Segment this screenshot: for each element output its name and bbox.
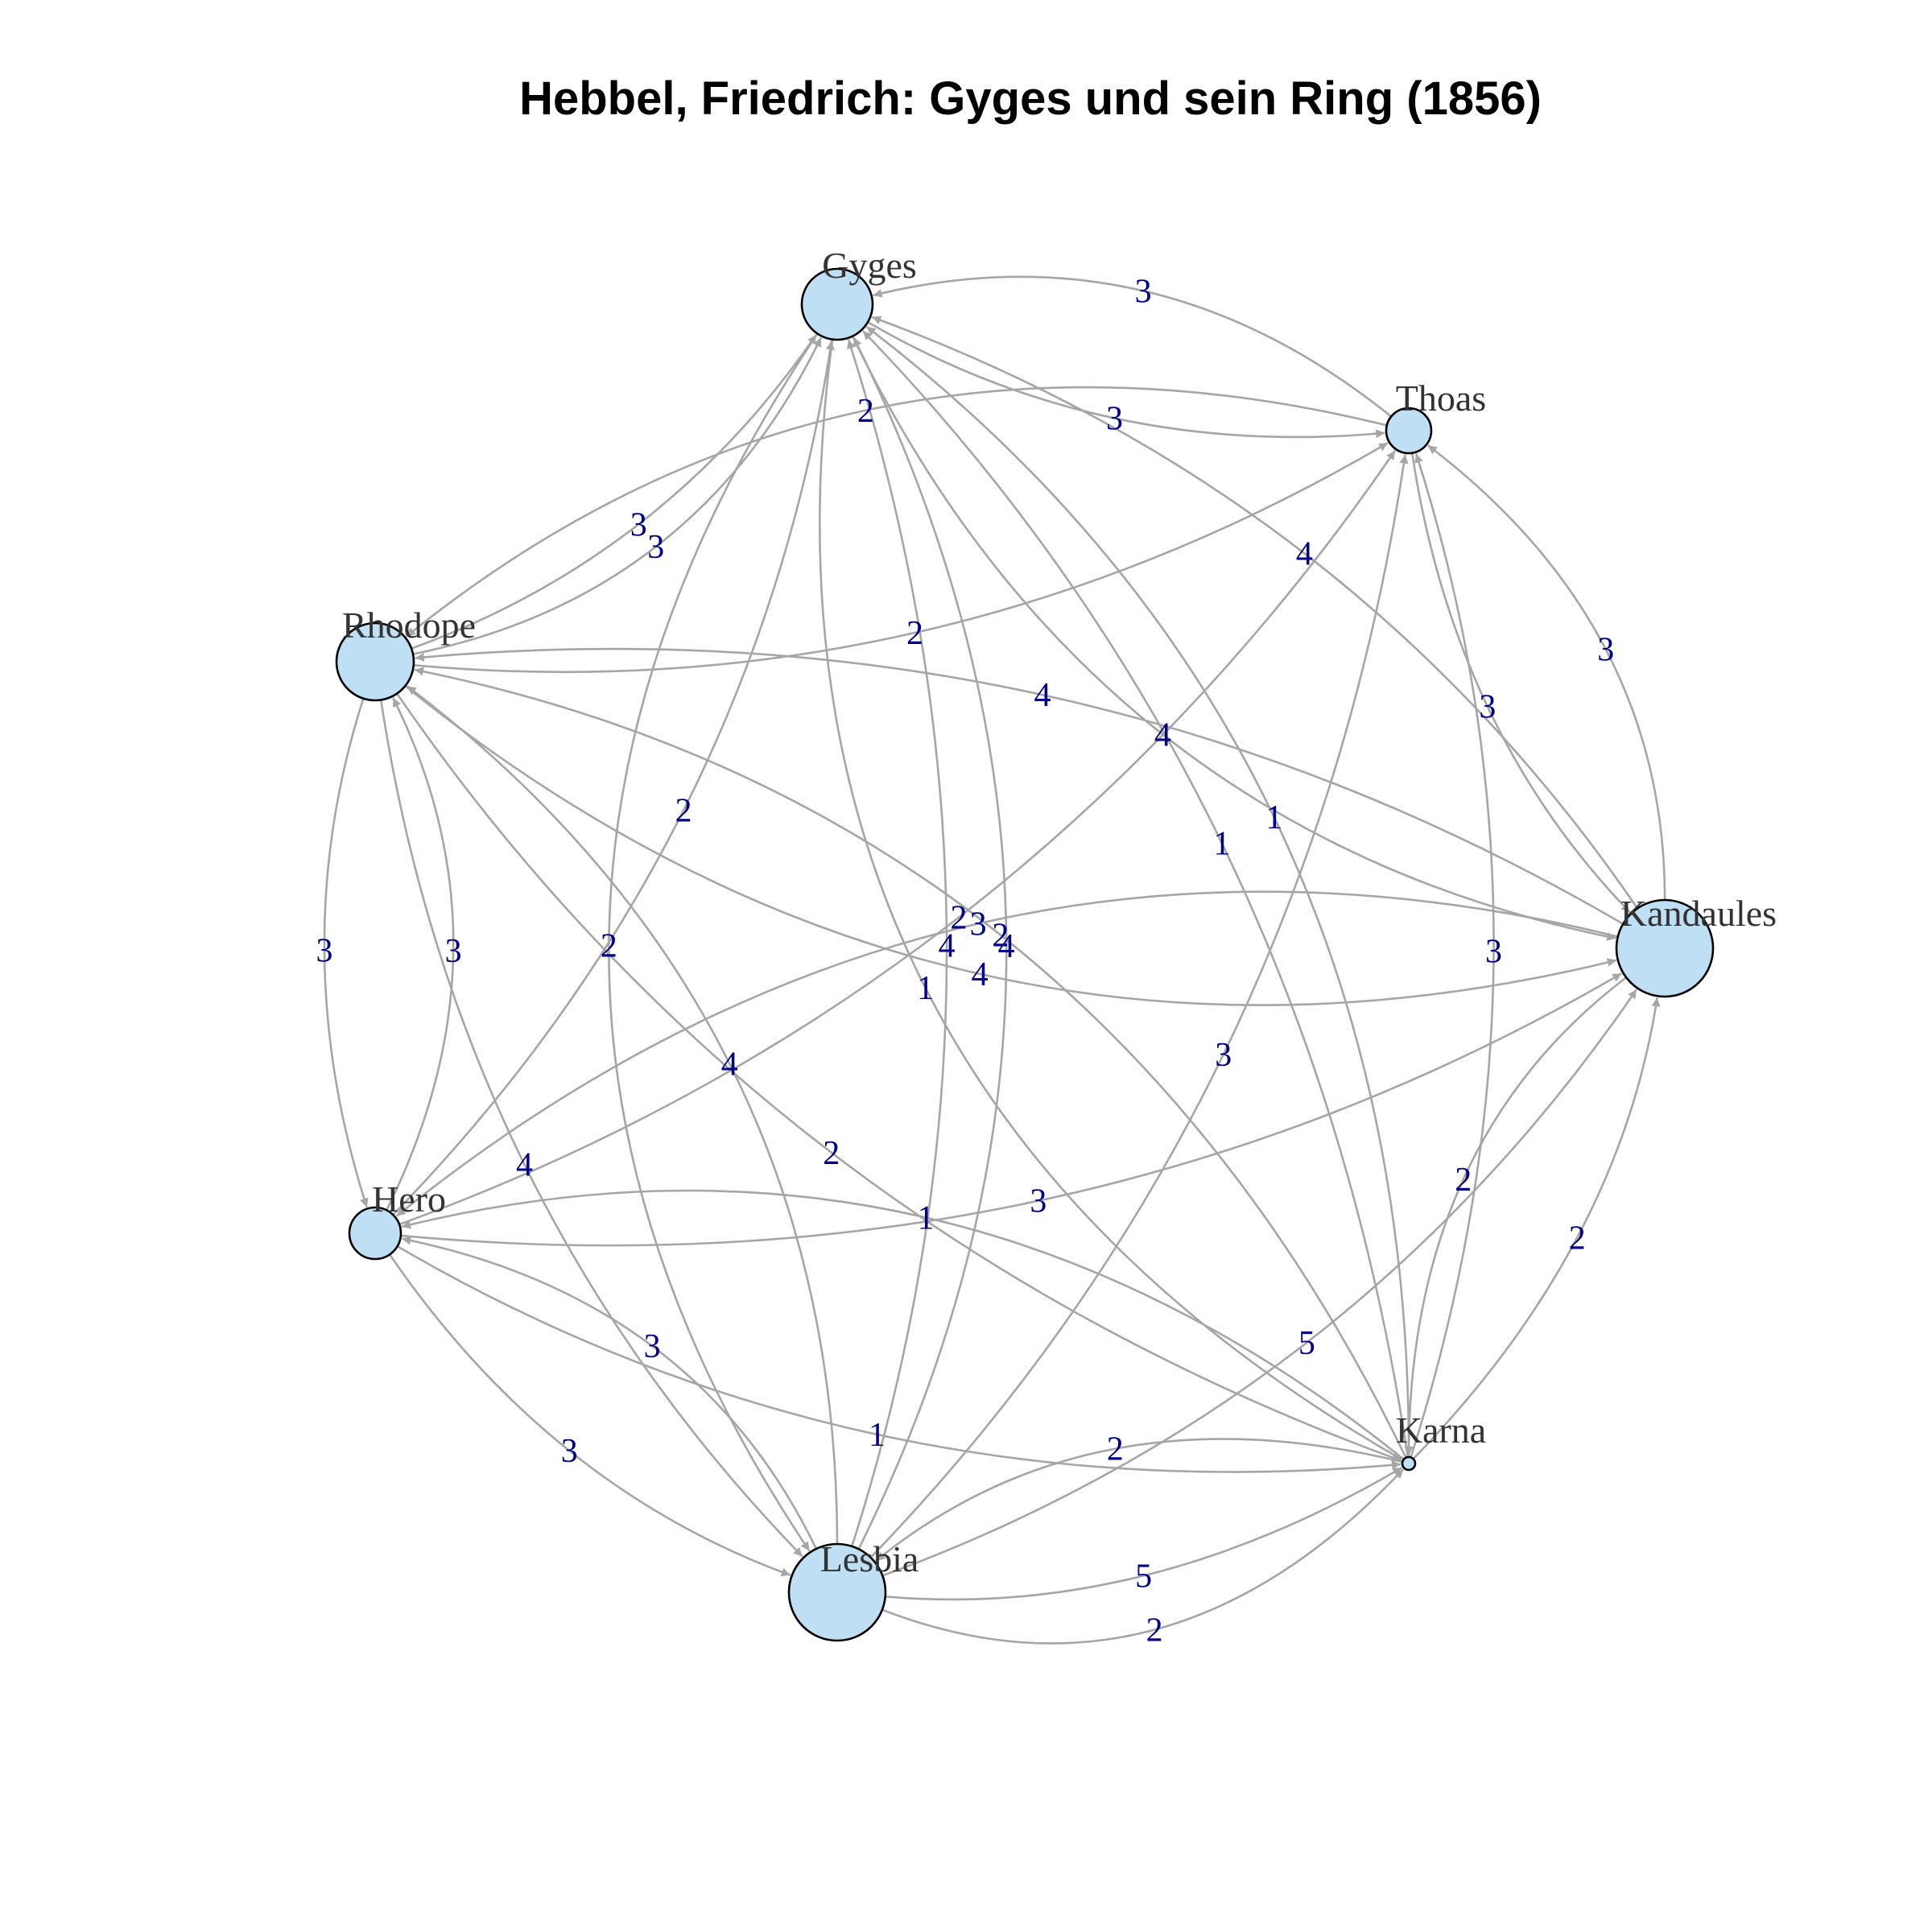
edge-weight-label: 3 xyxy=(630,506,647,543)
edge-weight-label: 2 xyxy=(1569,1220,1586,1257)
edge-lesbia-to-thoas xyxy=(869,454,1409,1558)
edge-kandaules-to-rhodope xyxy=(415,647,1624,925)
node-label-kandaules: Kandaules xyxy=(1620,893,1777,934)
edge-karna-to-kandaules xyxy=(1412,997,1661,1460)
edge-weight-label: 3 xyxy=(1597,632,1614,669)
edge-rhodope-to-gyges xyxy=(412,336,823,655)
edge-gyges-to-thoas xyxy=(867,321,1385,439)
node-label-gyges: Gyges xyxy=(822,245,917,286)
edge-weight-label: 3 xyxy=(1485,934,1502,971)
edge-weight-label: 2 xyxy=(1107,1431,1124,1468)
edge-weight-label: 3 xyxy=(445,933,462,970)
edge-weight-label: 5 xyxy=(1298,1325,1315,1362)
edge-lesbia-to-karna xyxy=(885,1466,1403,1601)
edge-thoas-to-rhodope xyxy=(406,386,1388,638)
edge-karna-to-thoas xyxy=(1410,453,1495,1458)
edge-hero-to-karna xyxy=(396,1245,1402,1473)
nodes-layer xyxy=(335,267,1715,1642)
edge-lesbia-to-gyges xyxy=(852,336,1008,1550)
edge-weight-label: 2 xyxy=(992,917,1009,954)
edge-weight-label: 4 xyxy=(516,1147,533,1184)
edges-layer xyxy=(323,275,1666,1645)
edge-karna-to-gyges xyxy=(865,325,1410,1458)
edge-weight-label: 2 xyxy=(823,1135,840,1172)
edge-weight-label: 1 xyxy=(918,1199,935,1236)
edge-weight-label: 3 xyxy=(561,1433,578,1470)
node-thoas xyxy=(1385,407,1433,455)
edge-lesbia-to-gyges xyxy=(847,339,948,1547)
edge-weight-label: 2 xyxy=(601,927,617,964)
edge-kandaules-to-hero xyxy=(395,890,1619,1217)
node-gyges xyxy=(800,267,874,341)
edge-lesbia-to-hero xyxy=(402,1236,818,1550)
edge-weight-label: 1 xyxy=(1265,799,1282,836)
edge-weight-label: 4 xyxy=(1034,677,1051,714)
edge-rhodope-to-kandaules xyxy=(404,685,1617,1006)
edge-weight-label: 3 xyxy=(644,1328,661,1365)
graph-title: Hebbel, Friedrich: Gyges und sein Ring (… xyxy=(519,72,1542,125)
edge-weight-label: 4 xyxy=(1154,716,1171,753)
node-label-rhodope: Rhodope xyxy=(342,605,476,646)
node-karna xyxy=(1401,1455,1417,1472)
edge-weight-label: 4 xyxy=(721,1046,738,1083)
edge-weight-label: 3 xyxy=(1106,401,1123,438)
edge-gyges-to-lesbia xyxy=(608,332,819,1552)
edge-thoas-to-gyges xyxy=(873,275,1393,418)
node-label-hero: Hero xyxy=(372,1179,446,1220)
edge-hero-to-lesbia xyxy=(389,1253,791,1577)
edge-weight-label: 2 xyxy=(675,793,692,830)
edge-karna-to-rhodope xyxy=(414,667,1407,1459)
edge-weight-label: 4 xyxy=(1296,535,1313,572)
edge-karna-to-lesbia xyxy=(875,1438,1403,1562)
node-label-lesbia: Lesbia xyxy=(820,1538,919,1579)
edge-weight-label: 3 xyxy=(1215,1037,1232,1074)
edge-weight-label: 2 xyxy=(906,615,923,652)
node-label-karna: Karna xyxy=(1396,1410,1486,1451)
edge-weight-label: 2 xyxy=(857,393,874,430)
edge-weight-label: 3 xyxy=(1479,689,1496,726)
edge-kandaules-to-thoas xyxy=(1427,444,1666,901)
edge-weight-label: 1 xyxy=(869,1417,886,1454)
edge-weight-label: 1 xyxy=(917,970,934,1007)
edge-weight-label: 2 xyxy=(1455,1162,1472,1199)
edge-rhodope-to-hero xyxy=(323,698,369,1208)
edge-weight-label: 4 xyxy=(939,928,956,965)
edge-weight-label: 3 xyxy=(647,529,664,566)
edge-rhodope-to-lesbia xyxy=(379,700,803,1558)
edge-weight-label: 1 xyxy=(1213,825,1230,862)
edge-weight-label: 2 xyxy=(951,900,968,937)
edge-rhodope-to-thoas xyxy=(413,442,1389,674)
edge-lesbia-to-kandaules xyxy=(881,989,1638,1577)
edge-weight-label: 3 xyxy=(1135,273,1152,310)
node-rhodope xyxy=(335,621,415,702)
edge-karna-to-hero xyxy=(401,1189,1405,1460)
node-hero xyxy=(348,1206,402,1261)
edge-lesbia-to-rhodope xyxy=(407,685,839,1545)
edge-thoas-to-kandaules xyxy=(1410,452,1631,914)
edge-lesbia-to-karna xyxy=(881,1468,1405,1645)
edge-weight-label: 2 xyxy=(1146,1612,1163,1649)
edge-hero-to-kandaules xyxy=(400,972,1623,1247)
edge-hero-to-thoas xyxy=(398,450,1397,1226)
edge-hero-to-gyges xyxy=(392,341,835,1216)
node-lesbia xyxy=(787,1542,887,1642)
edge-weight-label: 4 xyxy=(972,956,989,993)
edge-weight-label: 4 xyxy=(998,928,1015,965)
edge-hero-to-rhodope xyxy=(386,697,455,1211)
edge-gyges-to-karna xyxy=(819,339,1402,1461)
node-kandaules xyxy=(1615,898,1715,998)
edge-rhodope-to-karna xyxy=(396,692,1402,1462)
edge-kandaules-to-gyges xyxy=(871,316,1639,910)
edge-weight-label: 3 xyxy=(316,932,332,969)
edge-kandaules-to-karna xyxy=(1404,976,1627,1456)
edge-rhodope-to-gyges xyxy=(411,334,817,650)
edge-karna-to-gyges xyxy=(862,330,1410,1458)
edge-weight-label: 3 xyxy=(1030,1183,1046,1220)
edge-weight-label: 3 xyxy=(970,906,987,943)
edge-weight-label: 5 xyxy=(1135,1558,1152,1595)
node-label-thoas: Thoas xyxy=(1396,378,1486,419)
